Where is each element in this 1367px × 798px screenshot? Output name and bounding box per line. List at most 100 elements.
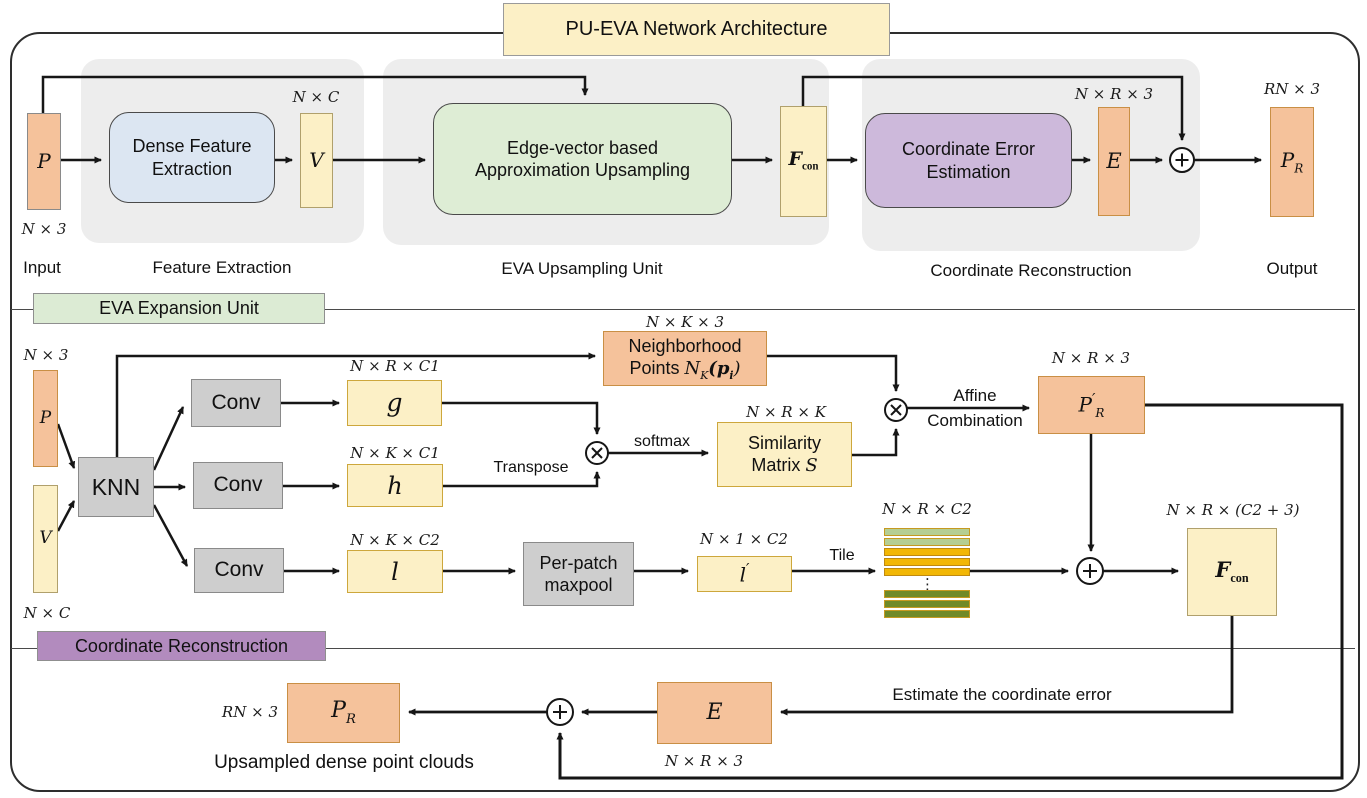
input-dim-label: N × 3 bbox=[21, 220, 67, 238]
fcon-concat-box: Fcon bbox=[1187, 528, 1277, 616]
np-set-symbol: NK(pi) bbox=[684, 358, 740, 382]
knn-box: KNN bbox=[78, 457, 154, 517]
plus-icon bbox=[553, 705, 567, 719]
maxpool-line1: Per-patch bbox=[539, 552, 618, 573]
prp-base: P bbox=[1078, 392, 1092, 417]
figure-title: PU-EVA Network Architecture bbox=[503, 3, 890, 56]
tile-dim-label: N × R × C2 bbox=[882, 500, 972, 518]
np-arg-subscript: i bbox=[729, 368, 734, 382]
estimate-error-caption: Estimate the coordinate error bbox=[892, 685, 1112, 704]
feature-vector-box: V bbox=[300, 113, 333, 208]
matrix-text: Matrix bbox=[751, 455, 806, 475]
mid-p-dim-label: N × 3 bbox=[23, 346, 69, 364]
fcon-mid-base: F bbox=[1215, 557, 1231, 583]
prp-subscript: R bbox=[1095, 405, 1105, 420]
coordinate-reconstruction-caption: Coordinate Reconstruction bbox=[930, 261, 1132, 280]
section-divider-top bbox=[11, 309, 1355, 310]
eva-upsampling-caption: EVA Upsampling Unit bbox=[501, 259, 663, 278]
fcon-mid-subscript: con bbox=[1230, 571, 1249, 586]
fcon-mid-label: Fcon bbox=[1215, 557, 1248, 586]
neighborhood-dim-label: N × K × 3 bbox=[645, 313, 725, 331]
per-patch-maxpool-box: Per-patch maxpool bbox=[523, 542, 634, 606]
dense-feature-extraction-box: Dense Feature Extraction bbox=[109, 112, 275, 203]
mid-feature-vector-box: V bbox=[33, 485, 58, 593]
pr-base: P bbox=[1280, 147, 1295, 172]
softmax-caption: softmax bbox=[633, 433, 690, 450]
tile-stripe-olive bbox=[884, 610, 970, 618]
eva-upsampling-box: Edge-vector based Approximation Upsampli… bbox=[433, 103, 732, 215]
tile-stripe-gold bbox=[884, 568, 970, 576]
similarity-line2: Matrix S bbox=[751, 454, 817, 478]
fcon-feature-box: Fcon bbox=[780, 106, 827, 217]
multiply-icon bbox=[591, 447, 603, 459]
coordinate-reconstruction-label: Coordinate Reconstruction bbox=[37, 631, 326, 661]
tile-caption: Tile bbox=[829, 547, 855, 564]
cee-line1: Coordinate Error bbox=[901, 139, 1036, 159]
neighborhood-line2: Points NK(pi) bbox=[629, 357, 740, 382]
l-label: l bbox=[391, 557, 399, 586]
upsampled-caption: Upsampled dense point clouds bbox=[214, 752, 474, 773]
conv1-box: Conv bbox=[191, 379, 281, 427]
prp-label: P′R bbox=[1079, 390, 1105, 421]
affine-caption-line1: Affine bbox=[953, 386, 997, 405]
plus-icon bbox=[1175, 153, 1189, 167]
g-label: g bbox=[386, 388, 403, 418]
eva-expansion-unit-label: EVA Expansion Unit bbox=[33, 293, 325, 324]
fcon-mid-dim-label: N × R × (C2 + 3) bbox=[1166, 501, 1300, 519]
dense-feature-extraction-label: Dense Feature Extraction bbox=[132, 136, 252, 179]
v-label: V bbox=[309, 148, 324, 172]
bottom-e-dim-label: N × R × 3 bbox=[664, 752, 744, 770]
output-dim-label: RN × 3 bbox=[1263, 80, 1321, 98]
error-tensor-box: E bbox=[1098, 107, 1130, 216]
g-feature-box: g bbox=[347, 380, 442, 426]
vertical-ellipsis: ⋮ bbox=[920, 575, 935, 593]
h-dim-label: N × K × C1 bbox=[350, 444, 440, 462]
mid-v-label: V bbox=[39, 528, 52, 549]
bottom-pr-base: P bbox=[331, 698, 346, 724]
fcon-label: Fcon bbox=[788, 148, 818, 174]
arrow-fcon-bypass-to-plus bbox=[801, 75, 1186, 141]
prp-prime: ′ bbox=[1092, 389, 1096, 408]
lprime-dim-label: N × 1 × C2 bbox=[700, 530, 788, 548]
multiply-icon bbox=[890, 404, 902, 416]
output-caption: Output bbox=[1266, 259, 1318, 278]
bottom-error-box: E bbox=[657, 682, 772, 744]
np-points-text: Points bbox=[629, 358, 685, 379]
g-dim-label: N × R × C1 bbox=[350, 357, 440, 375]
np-var-subscript: K bbox=[700, 368, 709, 382]
similarity-matrix-box: Similarity Matrix S bbox=[717, 422, 852, 487]
mid-p-label: P bbox=[39, 407, 52, 428]
tile-stripe-light bbox=[884, 528, 970, 536]
pr-subscript: R bbox=[1294, 161, 1304, 176]
bottom-e-label: E bbox=[706, 700, 723, 726]
output-point-cloud-box: PR bbox=[1270, 107, 1314, 217]
mid-v-dim-label: N × C bbox=[23, 604, 71, 622]
arrow-v-to-knn bbox=[56, 500, 76, 532]
h-label: h bbox=[387, 471, 403, 500]
cee-line2: Estimation bbox=[926, 161, 1011, 182]
coordinate-error-estimation-box: Coordinate Error Estimation bbox=[865, 113, 1072, 208]
neighborhood-points-box: Neighborhood Points NK(pi) bbox=[603, 331, 767, 386]
h-feature-box: h bbox=[347, 464, 443, 507]
tile-stripe-gold bbox=[884, 558, 970, 566]
similarity-dim-label: N × R × K bbox=[746, 403, 826, 421]
conv3-box: Conv bbox=[194, 548, 284, 593]
arrow-fcon-to-e-bottom bbox=[780, 616, 1234, 716]
plus-icon bbox=[1083, 564, 1097, 578]
affine-caption-line2: Combination bbox=[927, 411, 1023, 430]
maxpool-line2: maxpool bbox=[544, 575, 613, 595]
pr-label: PR bbox=[1281, 148, 1304, 176]
prp-dim-label: N × R × 3 bbox=[1051, 349, 1131, 367]
arrow-knn-to-conv3 bbox=[152, 504, 189, 567]
arrow-p-to-knn bbox=[56, 423, 76, 469]
tile-stripe-olive bbox=[884, 590, 970, 598]
np-args: (p bbox=[708, 358, 730, 380]
v-dim-label: N × C bbox=[292, 88, 340, 106]
arrow-p-bypass-to-eva bbox=[41, 75, 589, 113]
arrow-similarity-to-multiply2 bbox=[852, 428, 900, 457]
np-var: N bbox=[684, 358, 701, 380]
arrow-neighborhood-to-multiply2 bbox=[767, 354, 900, 392]
section-divider-bottom bbox=[11, 648, 1355, 649]
